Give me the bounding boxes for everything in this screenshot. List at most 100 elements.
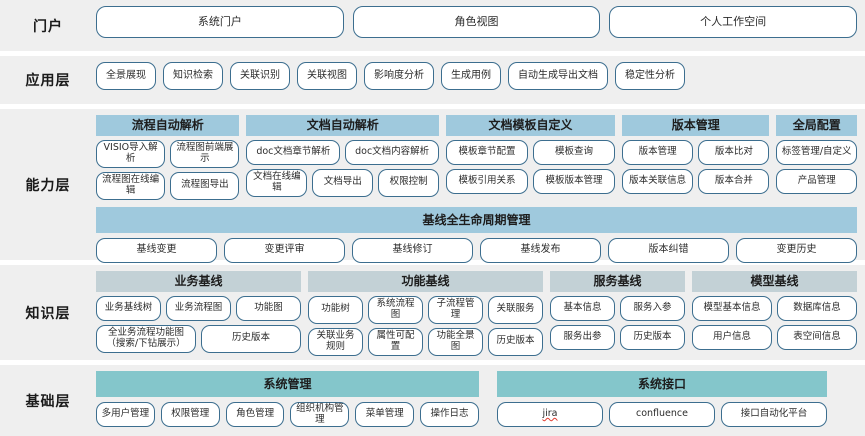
application-item-影响度分析[interactable]: 影响度分析 [364,62,434,90]
capability-item-模板查询[interactable]: 模板查询 [533,140,616,165]
base-item-菜单管理[interactable]: 菜单管理 [355,402,415,427]
spellcheck-text: jira [542,408,558,420]
base-item-权限管理[interactable]: 权限管理 [160,402,220,427]
capability-group-row: 模板章节配置模板查询 [446,140,616,165]
knowledge-item-功能全景图[interactable]: 功能全景图 [428,327,483,356]
capability-item-版本比对[interactable]: 版本比对 [698,140,770,165]
portal-items: 系统门户角色视图个人工作空间 [96,0,865,51]
base-column-items: 多用户管理权限管理角色管理组织机构管理菜单管理操作日志 [96,402,479,427]
application-item-知识检索[interactable]: 知识检索 [163,62,223,90]
capability-item-doc文档内容解析[interactable]: doc文档内容解析 [345,140,440,165]
knowledge-item-功能树[interactable]: 功能树 [308,296,363,324]
capability-group-title: 全局配置 [776,115,857,136]
portal-item-系统门户[interactable]: 系统门户 [96,6,344,38]
knowledge-item-历史版本[interactable]: 历史版本 [201,325,301,353]
knowledge-item-业务流程图[interactable]: 业务流程图 [166,296,231,321]
base-item-jira[interactable]: jira [497,402,603,427]
baseline-item-基线修订[interactable]: 基线修订 [352,237,473,263]
knowledge-item-系统流程图[interactable]: 系统流程图 [368,296,423,324]
baseline-item-变更评审[interactable]: 变更评审 [224,237,345,263]
base-item-接口自动化平台[interactable]: 接口自动化平台 [721,402,827,427]
capability-item-版本关联信息[interactable]: 版本关联信息 [622,169,694,194]
knowledge-group-row: 基本信息服务入参 [550,296,685,321]
baseline-item-版本纠错[interactable]: 版本纠错 [608,237,729,263]
knowledge-item-服务出参[interactable]: 服务出参 [550,325,615,350]
base-item-confluence[interactable]: confluence [609,402,715,427]
knowledge-item-历史版本[interactable]: 历史版本 [488,327,543,356]
knowledge-group-rows: 功能树系统流程图子流程管理关联服务关联业务规则属性可配置功能全景图历史版本 [308,296,543,356]
knowledge-group-row: 业务基线树业务流程图功能图 [96,296,301,321]
capability-item-模板章节配置[interactable]: 模板章节配置 [446,140,529,165]
knowledge-item-业务基线树[interactable]: 业务基线树 [96,296,161,321]
knowledge-item-子流程管理[interactable]: 子流程管理 [428,296,483,324]
knowledge-group-row: 功能树系统流程图子流程管理关联服务 [308,296,543,324]
capability-group-title: 流程自动解析 [96,115,240,136]
knowledge-group-模型基线: 模型基线模型基本信息数据库信息用户信息表空间信息 [692,271,857,354]
layer-band-portal: 门户 系统门户角色视图个人工作空间 [0,0,865,51]
knowledge-item-全业务流程功能图-搜索-下钻展示[interactable]: 全业务流程功能图（搜索/下钻展示） [96,325,196,353]
capability-group-row: 流程图在线编辑流程图导出 [96,171,240,200]
application-item-稳定性分析[interactable]: 稳定性分析 [615,62,685,90]
application-items: 全景展现知识检索关联识别关联视图影响度分析生成用例自动生成导出文档稳定性分析 [96,56,865,104]
application-item-生成用例[interactable]: 生成用例 [441,62,501,90]
application-item-自动生成导出文档[interactable]: 自动生成导出文档 [508,62,608,90]
knowledge-item-功能图[interactable]: 功能图 [236,296,301,321]
capability-item-产品管理[interactable]: 产品管理 [776,169,857,194]
baseline-item-变更历史[interactable]: 变更历史 [736,237,857,263]
capability-group-row: 文档在线编辑文档导出权限控制 [246,169,440,197]
capability-item-版本管理[interactable]: 版本管理 [622,140,694,165]
application-item-关联识别[interactable]: 关联识别 [230,62,290,90]
knowledge-item-服务入参[interactable]: 服务入参 [620,296,685,321]
capability-item-版本合并[interactable]: 版本合并 [698,169,770,194]
capability-item-doc文档章节解析[interactable]: doc文档章节解析 [246,140,341,165]
application-item-全景展现[interactable]: 全景展现 [96,62,156,90]
baseline-item-基线发布[interactable]: 基线发布 [480,237,601,263]
capability-item-模板版本管理[interactable]: 模板版本管理 [533,169,616,194]
capability-item-权限控制[interactable]: 权限控制 [378,169,440,197]
base-item-操作日志[interactable]: 操作日志 [420,402,479,427]
capability-item-文档导出[interactable]: 文档导出 [312,169,374,197]
portal-item-角色视图[interactable]: 角色视图 [352,6,601,38]
knowledge-item-关联业务规则[interactable]: 关联业务规则 [308,327,363,356]
base-item-多用户管理[interactable]: 多用户管理 [96,402,155,427]
application-item-关联视图[interactable]: 关联视图 [297,62,357,90]
capability-item-流程图在线编辑[interactable]: 流程图在线编辑 [96,171,166,200]
knowledge-item-属性可配置[interactable]: 属性可配置 [368,327,423,356]
capability-group-row: VISIO导入解析流程图前端展示 [96,140,240,168]
layer-label-application: 应用层 [25,73,71,89]
knowledge-group-服务基线: 服务基线基本信息服务入参服务出参历史版本 [550,271,685,354]
capability-group-row: 版本管理版本比对 [622,140,770,165]
capability-group-row: 产品管理 [776,169,857,194]
capability-item-标签管理-自定义[interactable]: 标签管理/自定义 [776,140,857,165]
portal-item-个人工作空间[interactable]: 个人工作空间 [609,6,858,38]
knowledge-group-rows: 业务基线树业务流程图功能图全业务流程功能图（搜索/下钻展示）历史版本 [96,296,301,353]
knowledge-item-用户信息[interactable]: 用户信息 [692,325,772,350]
capability-item-文档在线编辑[interactable]: 文档在线编辑 [246,169,308,197]
knowledge-group-title: 业务基线 [96,271,301,292]
knowledge-body: 业务基线业务基线树业务流程图功能图全业务流程功能图（搜索/下钻展示）历史版本功能… [96,265,865,360]
baseline-lifecycle-title: 基线全生命周期管理 [96,206,857,233]
knowledge-item-表空间信息[interactable]: 表空间信息 [777,325,857,350]
knowledge-item-数据库信息[interactable]: 数据库信息 [777,296,857,321]
knowledge-item-模型基本信息[interactable]: 模型基本信息 [692,296,772,321]
capability-item-流程图导出[interactable]: 流程图导出 [170,171,240,200]
baseline-item-基线变更[interactable]: 基线变更 [96,237,217,263]
knowledge-item-历史版本[interactable]: 历史版本 [620,325,685,350]
knowledge-group-row: 用户信息表空间信息 [692,325,857,350]
capability-item-visio导入解析[interactable]: VISIO导入解析 [96,140,166,168]
knowledge-group-row: 模型基本信息数据库信息 [692,296,857,321]
base-item-组织机构管理[interactable]: 组织机构管理 [290,402,350,427]
knowledge-item-关联服务[interactable]: 关联服务 [488,296,543,324]
capability-item-流程图前端展示[interactable]: 流程图前端展示 [170,140,240,168]
base-item-角色管理[interactable]: 角色管理 [225,402,285,427]
knowledge-item-基本信息[interactable]: 基本信息 [550,296,615,321]
capability-item-模板引用关系[interactable]: 模板引用关系 [446,169,529,194]
capability-group-row: 标签管理/自定义 [776,140,857,165]
